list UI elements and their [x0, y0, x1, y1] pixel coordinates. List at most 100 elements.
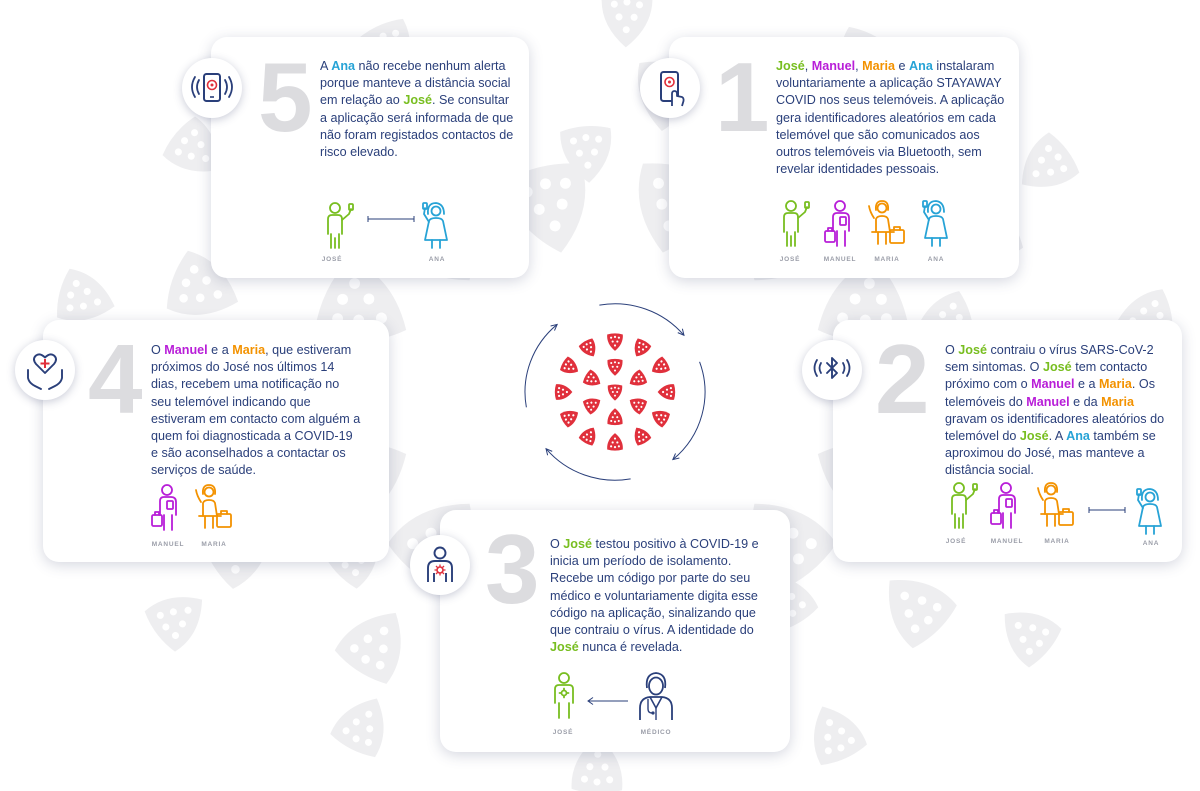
manuel-figure-icon: [821, 198, 861, 248]
text-segment: , que estiveram próximos do José nos últ…: [151, 343, 361, 478]
text-segment: também se aproximou do José, mas manteve…: [945, 429, 1156, 478]
background-shield: [57, 268, 115, 321]
step-3-icon-ring: [410, 535, 470, 595]
step-5-person-label: JOSÉ: [321, 256, 343, 263]
step-4-person-label: MANUEL: [151, 541, 185, 548]
person-name-manuel: Manuel: [1031, 377, 1075, 392]
person-name-manuel: Manuel: [811, 59, 856, 73]
cycle-arrowhead: [545, 447, 553, 456]
virus-shield: [634, 338, 652, 357]
step-3-person-label: MÉDICO: [640, 729, 672, 736]
jose-figure-icon: [774, 198, 814, 248]
virus-shield: [559, 356, 579, 374]
background-shield: [330, 698, 384, 758]
step-2-person-label: JOSÉ: [945, 538, 967, 545]
virus-shield: [554, 384, 573, 400]
background-shield: [601, 0, 653, 48]
step-5-text: A Ana não recebe nenhum alerta porque ma…: [320, 58, 515, 161]
virus-shield: [559, 410, 579, 428]
step-2-person-label: MARIA: [1044, 538, 1070, 545]
person-name-maria: Maria: [1101, 394, 1135, 409]
person-name-jose: José: [550, 640, 579, 655]
person-name-maria: Maria: [232, 343, 266, 357]
step-5-card: [211, 37, 529, 278]
step-2-number: 2: [875, 324, 930, 434]
cycle-arrow: [672, 361, 706, 460]
text-segment: A: [320, 59, 332, 73]
bluetooth-icon: [813, 357, 851, 379]
step-1-icon-ring: [640, 58, 700, 118]
step-3-person-label: JOSÉ: [552, 729, 574, 736]
text-segment: O: [550, 537, 564, 551]
background-shield: [560, 126, 612, 183]
step-1-person-label: JOSÉ: [779, 256, 801, 263]
text-segment: ,: [855, 59, 863, 73]
step-5-number: 5: [258, 42, 313, 152]
person-name-maria: Maria: [862, 59, 896, 73]
text-segment: gravam os identificadores aleatórios do …: [945, 411, 1165, 444]
text-segment: e: [895, 59, 910, 73]
step-4-number: 4: [88, 324, 143, 434]
phone-alert-icon: [191, 73, 233, 102]
step-2-person-label: MANUEL: [990, 538, 1024, 545]
background-shield: [1004, 612, 1062, 668]
step-1-person-label: MARIA: [874, 256, 900, 263]
maria-figure-icon: [864, 198, 910, 248]
cycle-arrow: [545, 448, 631, 481]
person-name-maria: Maria: [1099, 377, 1132, 392]
background-shield: [162, 116, 220, 172]
step-4-text: O Manuel e a Maria, que estiveram próxim…: [151, 342, 363, 480]
ana-figure-icon: [917, 198, 957, 248]
text-segment: . Se consultar a aplicação será informad…: [320, 93, 514, 160]
cycle-arrowhead: [550, 323, 559, 331]
background-shield: [334, 612, 401, 684]
step-1-person-label: ANA: [927, 256, 945, 263]
background-shield: [888, 580, 957, 649]
arrow-left-icon: [587, 697, 628, 705]
step-1-card: [669, 37, 1019, 278]
step-2-card: [833, 320, 1182, 562]
virus-shield: [607, 384, 623, 401]
distance-arrow-icon: [1088, 507, 1126, 513]
text-segment: e da: [1069, 394, 1102, 409]
person-name-jose: José: [1042, 360, 1072, 375]
virus-shield: [607, 408, 623, 426]
text-segment: O: [945, 343, 959, 357]
step-4-card: [43, 320, 389, 562]
cycle-arrowhead: [677, 328, 685, 337]
virus-shield: [607, 358, 623, 376]
step-5-person-label: ANA: [428, 256, 446, 263]
manuel-figure-icon: [987, 480, 1027, 530]
virus-shield: [651, 410, 671, 428]
text-segment: contraiu o vírus SARS-CoV-2 sem sintomas…: [945, 343, 1154, 375]
text-segment: e a: [1074, 377, 1099, 392]
virus-shield: [582, 369, 601, 386]
virus-shield: [578, 338, 596, 357]
virus-shield: [651, 356, 671, 374]
jose-figure-icon: [942, 480, 982, 530]
cycle-arrow: [599, 303, 685, 336]
virus-shield: [582, 398, 601, 415]
person-name-ana: Ana: [1066, 429, 1090, 444]
person-name-jose: José: [958, 343, 988, 357]
person-name-manuel: Manuel: [1026, 394, 1070, 409]
person-name-jose: José: [1019, 429, 1049, 444]
text-segment: e a: [207, 343, 233, 357]
text-segment: não recebe nenhum alerta porque manteve …: [320, 59, 511, 108]
text-segment: ,: [804, 59, 812, 73]
text-segment: nunca é revelada.: [578, 640, 683, 655]
virus-shield: [607, 333, 623, 351]
cycle-arrowhead: [671, 453, 680, 461]
step-3-card: [440, 510, 790, 752]
step-1-person-label: MANUEL: [823, 256, 857, 263]
background-shield: [1021, 132, 1080, 187]
step-2-text: O José contraiu o vírus SARS-CoV-2 sem s…: [945, 342, 1165, 480]
background-shield: [813, 706, 867, 766]
virus-shield: [657, 384, 676, 400]
manuel-figure-icon: [148, 482, 188, 532]
step-4-person-label: MARIA: [201, 541, 227, 548]
jose-figure-icon: [318, 200, 358, 250]
virus-shield: [629, 398, 648, 415]
maria-figure-icon: [1033, 480, 1079, 530]
ana-figure-icon: [1131, 486, 1171, 536]
